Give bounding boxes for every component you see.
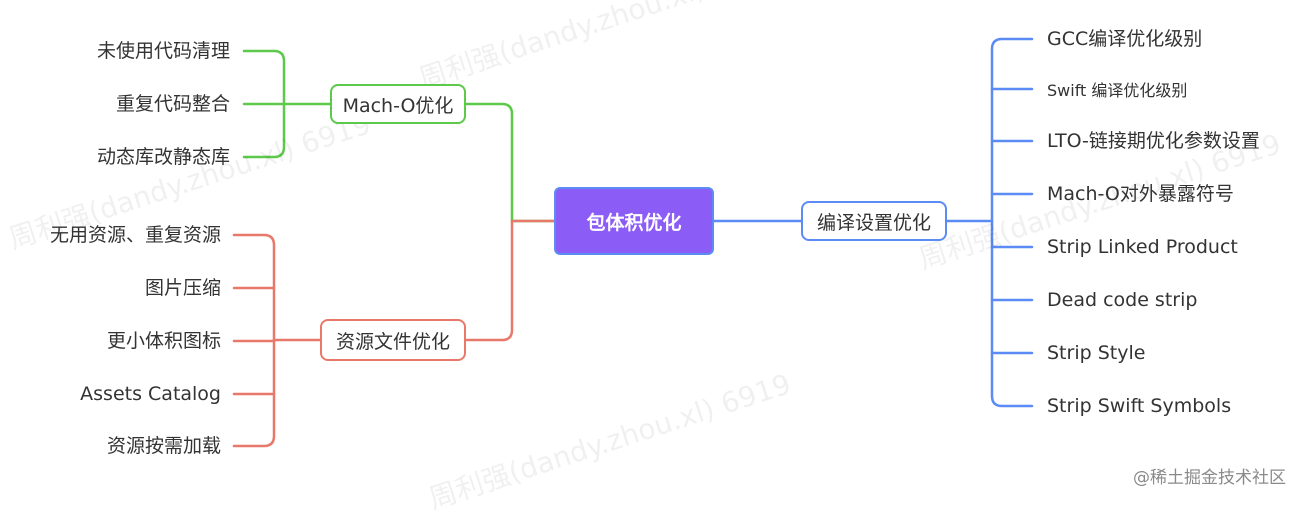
root-to-resources-line — [464, 219, 556, 342]
resources-leaf-line — [232, 338, 276, 448]
connector-lines — [232, 37, 1034, 448]
macho-leaf-line — [242, 49, 286, 106]
leaf-compile-6[interactable]: Dead code strip — [1047, 289, 1198, 311]
macho-leaf-line — [242, 102, 286, 159]
leaf-resources-2[interactable]: 图片压缩 — [144, 277, 221, 299]
leaf-resources-1[interactable]: 无用资源、重复资源 — [49, 224, 221, 246]
mind-map: 周利强(dandy.zhou.xl) 6919 周利强(dandy.zhou.x… — [5, 0, 1286, 516]
leaf-compile-7[interactable]: Strip Style — [1047, 342, 1146, 364]
root-node[interactable]: 包体积优化 — [554, 187, 714, 255]
root-to-macho-line — [464, 102, 556, 223]
leaf-compile-1[interactable]: GCC编译优化级别 — [1047, 28, 1203, 50]
branch-macho-node[interactable]: Mach-O优化 — [330, 84, 466, 124]
branch-resources-node[interactable]: 资源文件优化 — [320, 319, 466, 361]
leaf-compile-4[interactable]: Mach-O对外暴露符号 — [1047, 183, 1234, 205]
leaf-macho-3[interactable]: 动态库改静态库 — [96, 146, 230, 168]
resources-leaf-line — [232, 233, 276, 342]
site-credit: @稀土掘金技术社区 — [1133, 468, 1286, 488]
leaf-resources-3[interactable]: 更小体积图标 — [106, 330, 221, 352]
leaf-resources-5[interactable]: 资源按需加载 — [106, 435, 221, 457]
compile-leaf-line — [990, 219, 1034, 408]
leaf-resources-4[interactable]: Assets Catalog — [80, 383, 221, 405]
leaf-compile-2[interactable]: Swift 编译优化级别 — [1047, 81, 1188, 100]
leaf-compile-5[interactable]: Strip Linked Product — [1047, 236, 1238, 258]
leaf-macho-2[interactable]: 重复代码整合 — [115, 93, 230, 115]
leaf-compile-3[interactable]: LTO-链接期优化参数设置 — [1047, 130, 1260, 152]
branch-compile-node[interactable]: 编译设置优化 — [801, 201, 947, 241]
compile-leaf-line — [990, 37, 1034, 223]
leaf-macho-1[interactable]: 未使用代码清理 — [96, 40, 230, 62]
leaf-compile-8[interactable]: Strip Swift Symbols — [1047, 395, 1232, 417]
